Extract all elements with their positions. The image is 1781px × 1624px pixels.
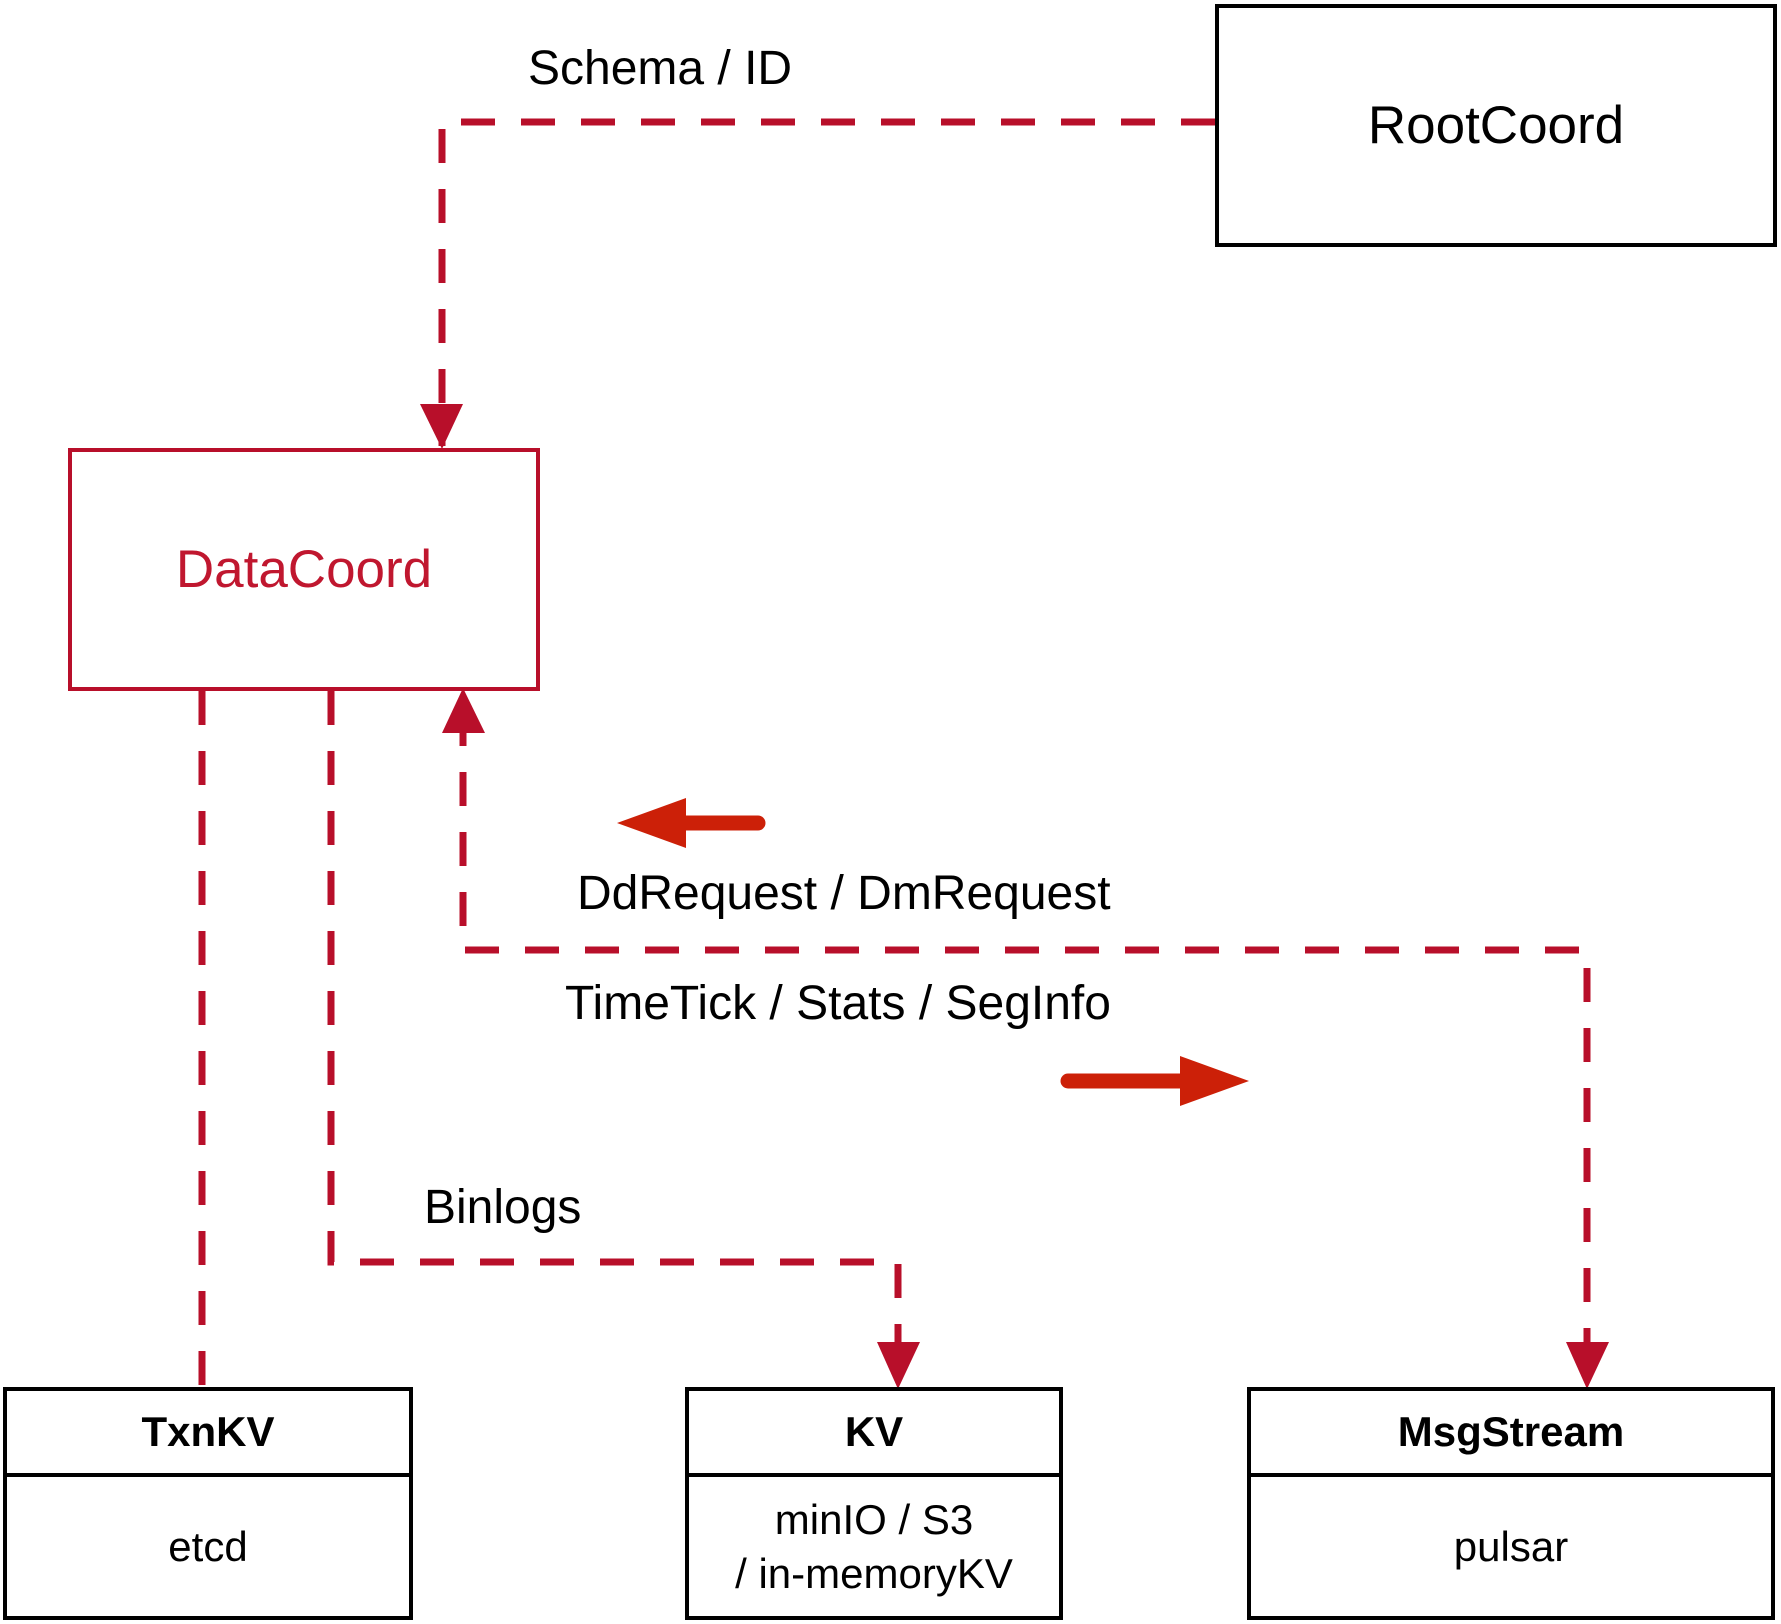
node-kv-body: minIO / S3 / in-memoryKV <box>689 1477 1059 1616</box>
arrow-ddrequest-left <box>617 798 766 848</box>
node-rootcoord[interactable]: RootCoord <box>1215 4 1777 247</box>
node-txnkv[interactable]: TxnKV etcd <box>3 1387 413 1620</box>
node-msgstream-body-line-0: pulsar <box>1453 1522 1569 1570</box>
node-txnkv-body-line-0: etcd <box>168 1522 248 1570</box>
node-kv-body-line-0: minIO / S3 <box>774 1495 974 1543</box>
node-datacoord-label: DataCoord <box>175 540 433 599</box>
node-msgstream-header: MsgStream <box>1251 1391 1771 1477</box>
node-msgstream-body: pulsar <box>1251 1477 1771 1616</box>
edge-label-ddrequest: DdRequest / DmRequest <box>577 867 1111 920</box>
edge-label-binlogs: Binlogs <box>424 1181 582 1234</box>
node-kv[interactable]: KV minIO / S3 / in-memoryKV <box>685 1387 1063 1620</box>
node-txnkv-body: etcd <box>7 1477 409 1616</box>
arrow-timetick-right <box>1060 1056 1249 1106</box>
edge-datacoord-msgstream <box>442 688 1609 1389</box>
node-datacoord[interactable]: DataCoord <box>68 448 540 691</box>
node-rootcoord-label: RootCoord <box>1367 96 1625 155</box>
edge-binlogs <box>327 691 920 1389</box>
edge-label-timetick: TimeTick / Stats / SegInfo <box>565 977 1111 1030</box>
node-kv-header: KV <box>689 1391 1059 1477</box>
edge-schema-id <box>420 118 1215 449</box>
node-txnkv-header: TxnKV <box>7 1391 409 1477</box>
node-msgstream[interactable]: MsgStream pulsar <box>1247 1387 1775 1620</box>
edge-label-schema-id: Schema / ID <box>528 42 793 95</box>
node-kv-body-line-1: / in-memoryKV <box>735 1549 1013 1597</box>
